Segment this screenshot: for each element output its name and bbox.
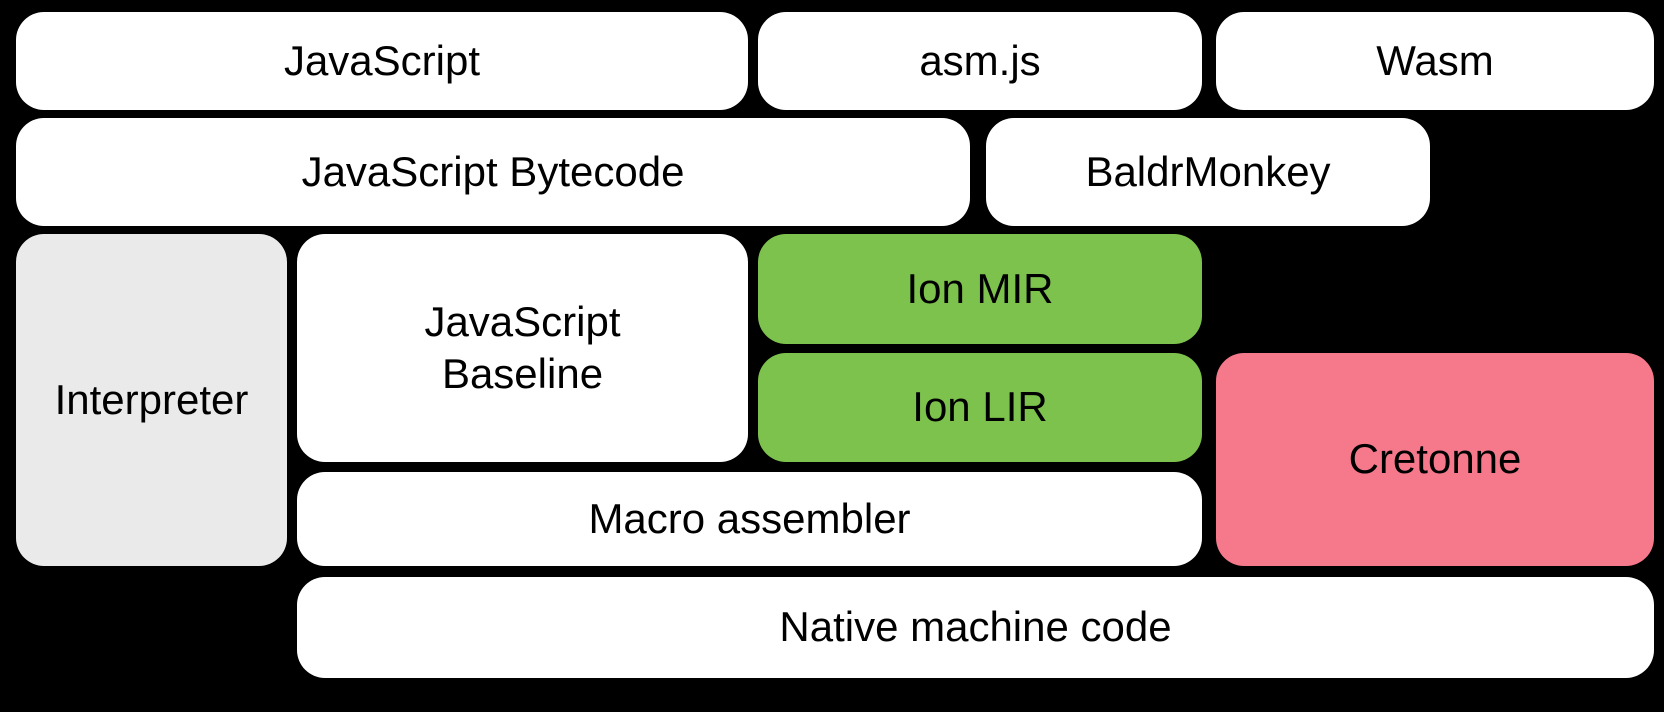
node-ion-mir: Ion MIR [758, 234, 1202, 344]
node-javascript: JavaScript [16, 12, 748, 110]
node-native-machine-code: Native machine code [297, 577, 1654, 678]
node-baldrmonkey: BaldrMonkey [986, 118, 1430, 226]
node-interpreter: Interpreter [16, 234, 287, 566]
node-ion-lir: Ion LIR [758, 353, 1202, 462]
node-wasm: Wasm [1216, 12, 1654, 110]
node-macro-assembler: Macro assembler [297, 472, 1202, 566]
node-javascript-bytecode: JavaScript Bytecode [16, 118, 970, 226]
node-javascript-baseline: JavaScript Baseline [297, 234, 748, 462]
node-cretonne: Cretonne [1216, 353, 1654, 566]
node-asm-js: asm.js [758, 12, 1202, 110]
